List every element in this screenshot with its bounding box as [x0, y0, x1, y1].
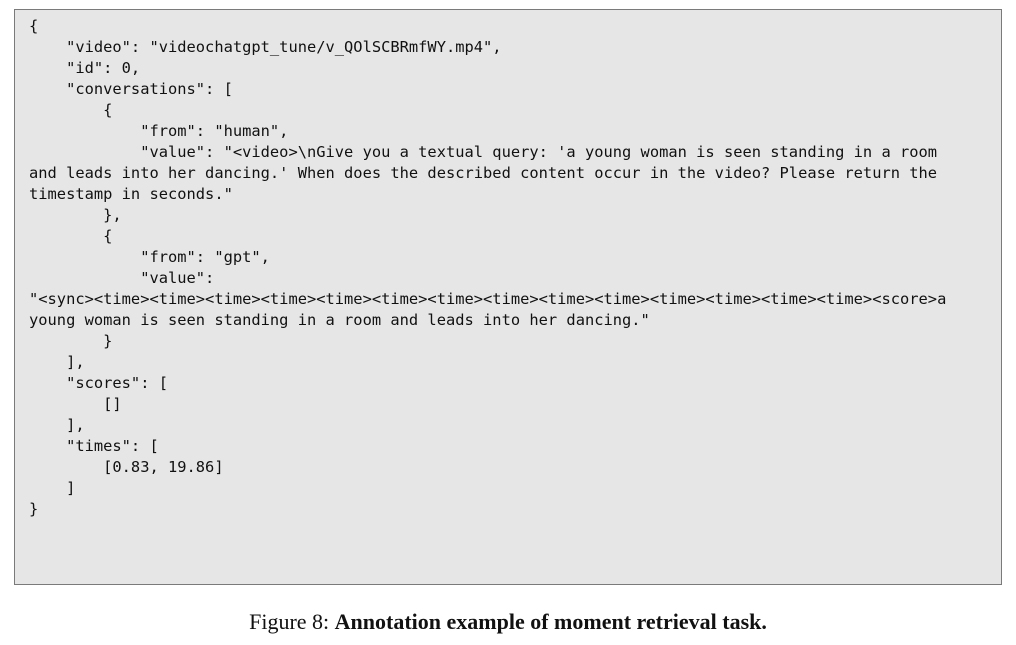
code-line: "video": "videochatgpt_tune/v_QOlSCBRmfW… — [29, 38, 502, 56]
code-listing-box: { "video": "videochatgpt_tune/v_QOlSCBRm… — [14, 9, 1002, 585]
code-line: ], — [29, 416, 85, 434]
code-line: "conversations": [ — [29, 80, 233, 98]
code-listing: { "video": "videochatgpt_tune/v_QOlSCBRm… — [29, 16, 993, 520]
code-line: "id": 0, — [29, 59, 141, 77]
code-line: { — [29, 227, 113, 245]
code-line: "from": "gpt", — [29, 248, 270, 266]
code-line: ] — [29, 479, 76, 497]
code-line: ], — [29, 353, 85, 371]
code-line: [0.83, 19.86] — [29, 458, 224, 476]
figure-caption: Figure 8: Annotation example of moment r… — [0, 607, 1016, 637]
code-line: "scores": [ — [29, 374, 168, 392]
figure-caption-label: Figure 8: — [249, 609, 335, 634]
code-line: [] — [29, 395, 122, 413]
code-line: "from": "human", — [29, 122, 289, 140]
code-line: } — [29, 332, 113, 350]
code-line: { — [29, 101, 113, 119]
code-line: "value": "<video>\nGive you a textual qu… — [29, 143, 938, 161]
code-line: "<sync><time><time><time><time><time><ti… — [29, 290, 947, 308]
figure-caption-title: Annotation example of moment retrieval t… — [334, 609, 767, 634]
code-line: and leads into her dancing.' When does t… — [29, 164, 938, 182]
code-line: young woman is seen standing in a room a… — [29, 311, 650, 329]
code-line: { — [29, 17, 39, 35]
code-line: "value": — [29, 269, 215, 287]
code-line: "times": [ — [29, 437, 159, 455]
code-line: timestamp in seconds." — [29, 185, 233, 203]
code-line: } — [29, 500, 39, 518]
code-line: }, — [29, 206, 122, 224]
